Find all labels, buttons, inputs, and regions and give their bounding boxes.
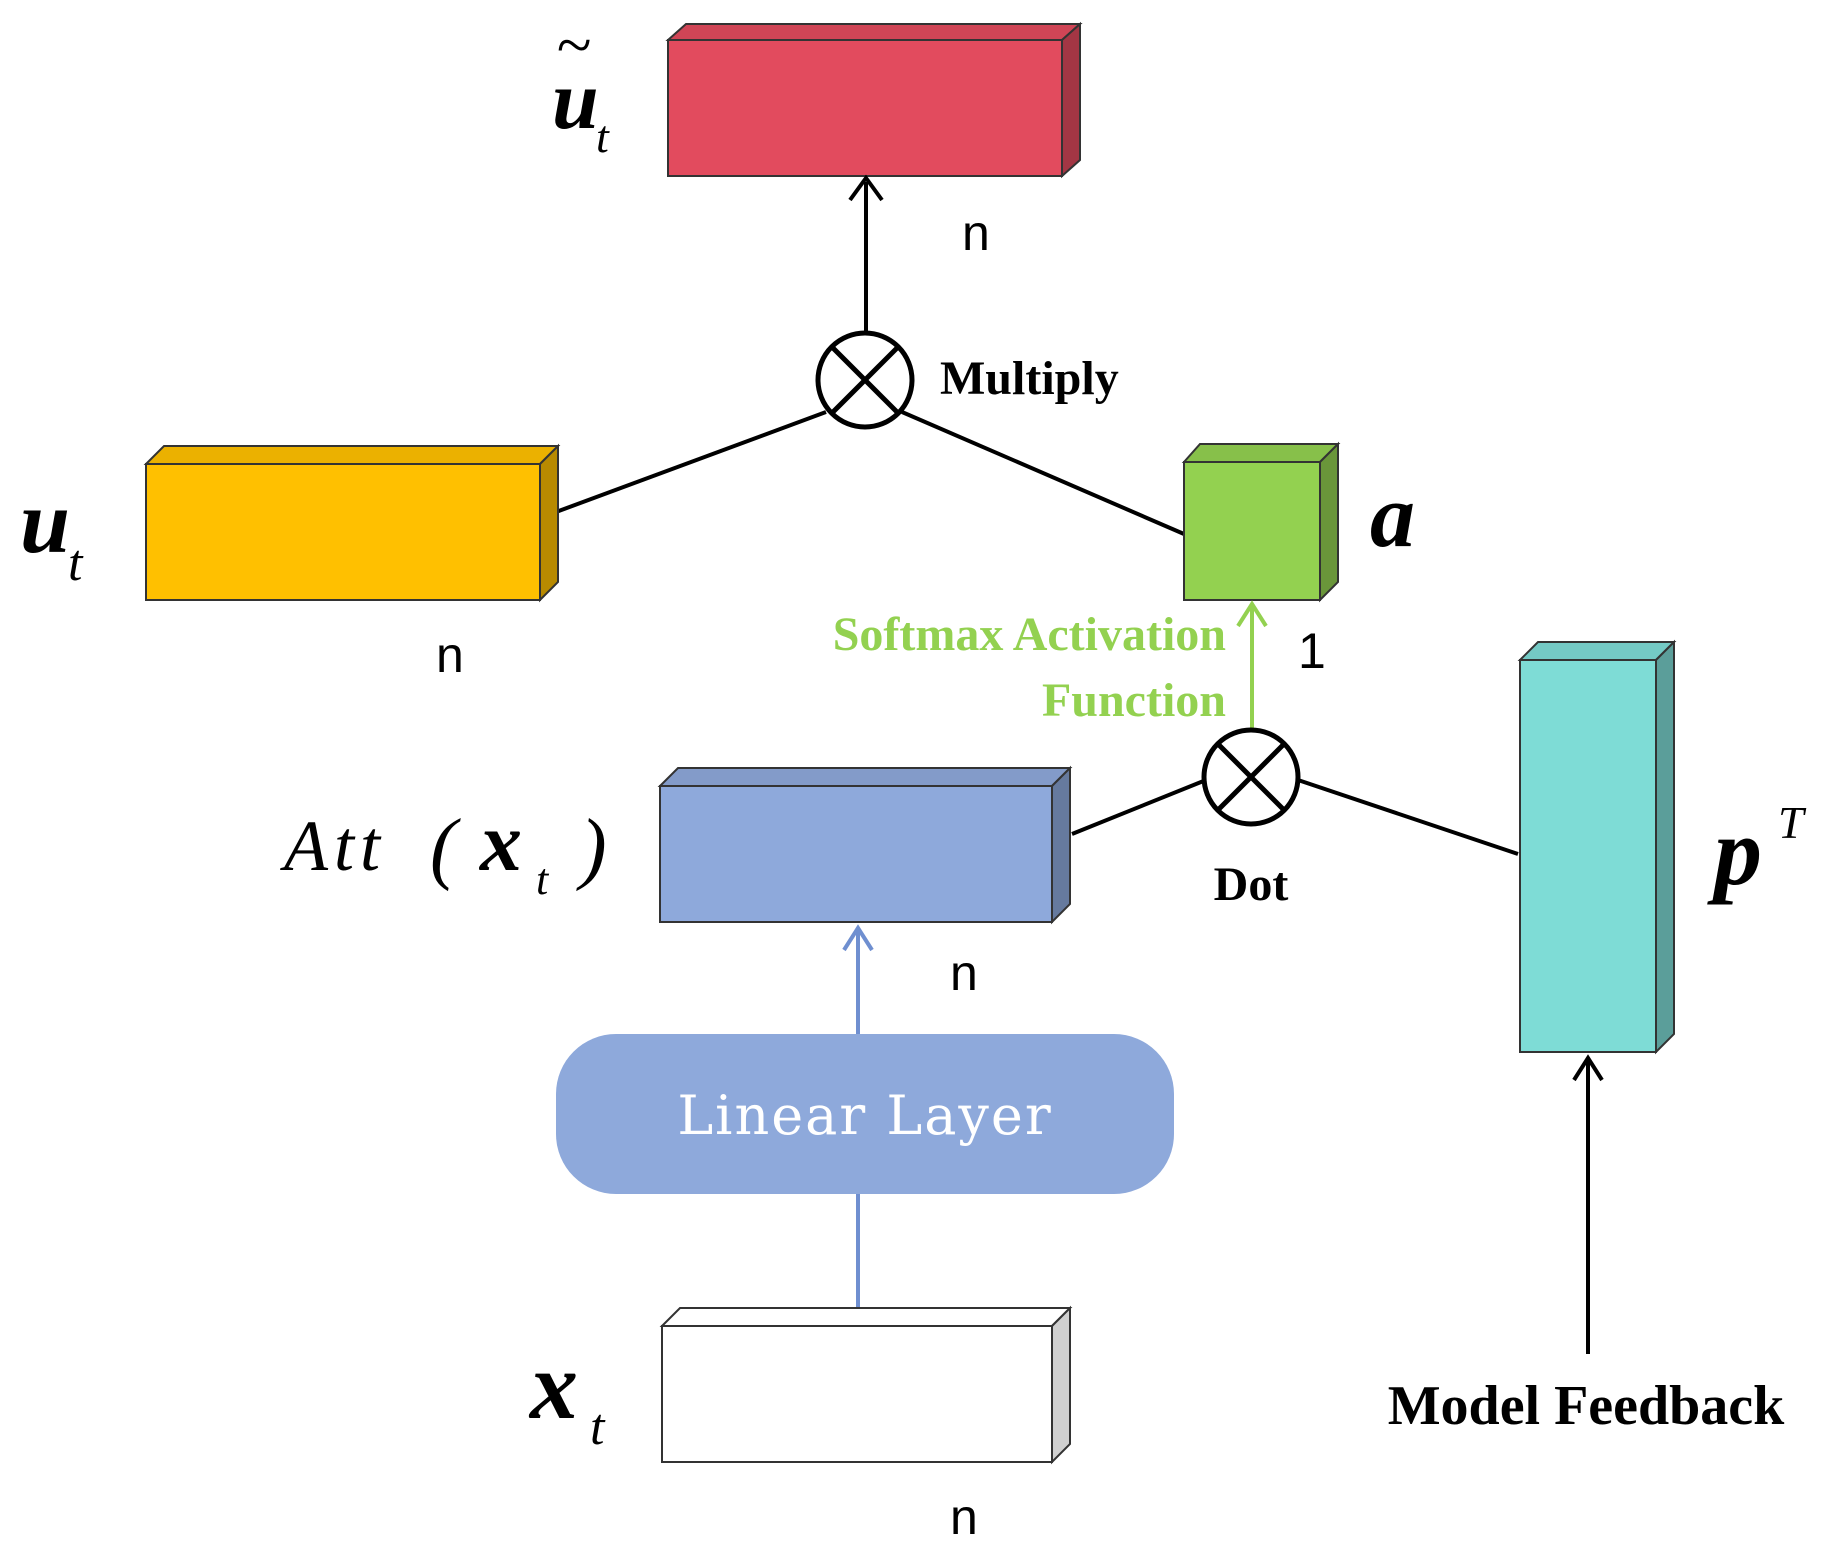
a-dim: 1 [1298,623,1326,679]
softmax-label-line2: Function [1042,674,1226,727]
u-label: u t [20,473,84,592]
u-tilde-main: u [552,54,599,147]
linear-layer-label: Linear Layer [677,1084,1052,1147]
multiply-label: Multiply [940,352,1119,405]
u-block [143,443,561,603]
pT-label: p T [1707,797,1807,905]
att-main: x [478,796,522,889]
a-label: a [1370,467,1415,566]
x-block [659,1305,1073,1465]
output-block [665,21,1083,179]
pT-block [1517,639,1677,1055]
model-feedback-label: Model Feedback [1388,1375,1785,1437]
multiply-to-output-arrowhead [848,174,884,202]
u-tilde-dim: n [962,205,990,261]
pT-sup: T [1778,797,1807,848]
att-open-paren: ( [430,804,461,892]
u-tilde-accent: ~ [556,9,591,80]
pT-main: p [1707,798,1762,905]
feedback-to-pT-arrowhead [1572,1054,1604,1082]
u-to-multiply-line [555,410,827,514]
x-label: x t [528,1332,606,1456]
att-dim: n [950,945,978,1001]
softmax-arrowhead [1236,600,1268,628]
softmax-label-line1: Softmax Activation [833,608,1226,661]
linear-layer-box [556,1034,1174,1194]
multiply-operator [815,330,915,430]
dot-operator [1201,727,1301,827]
att-sub: t [536,855,550,904]
a-block [1181,441,1341,603]
att-prefix: Att [280,806,386,886]
u-dim: n [436,627,464,683]
att-label: Att ( x t ) [280,796,607,904]
x-dim: n [950,1489,978,1545]
dot-label: Dot [1214,858,1289,911]
a-to-multiply-line [901,410,1185,536]
att-to-dot-line [1071,778,1207,836]
att-block [657,765,1073,925]
u-tilde-label: u t ~ [552,9,610,162]
u-main: u [20,473,70,572]
pT-to-dot-line [1297,778,1519,856]
x-main: x [528,1332,578,1439]
linear-to-att-arrowhead [842,924,874,952]
u-tilde-sub: t [596,111,610,162]
x-sub: t [590,1399,606,1456]
u-sub: t [68,535,84,592]
att-close-paren: ) [576,804,607,892]
